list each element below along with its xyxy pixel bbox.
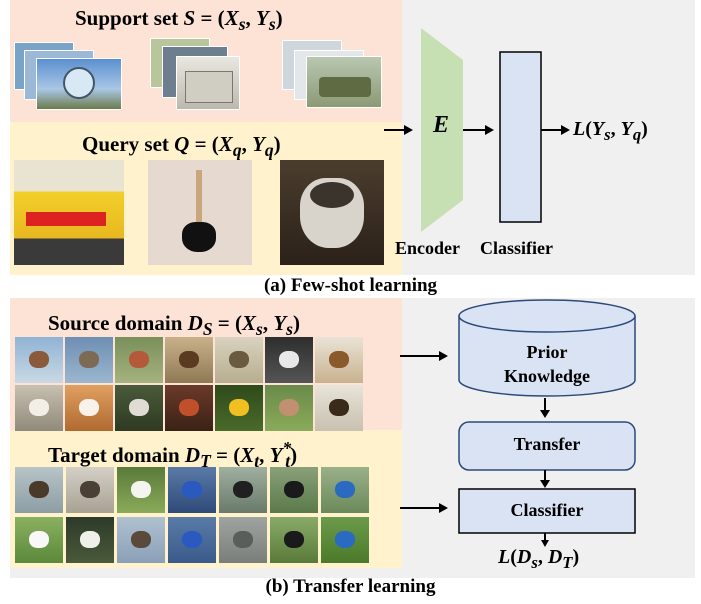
arrow-prior-to-transfer-head bbox=[540, 410, 550, 418]
target-thumbnail-subject bbox=[29, 530, 49, 549]
target-thumbnail-subject bbox=[233, 480, 253, 499]
query-image-guitar bbox=[148, 160, 252, 265]
source-thumbnail bbox=[265, 385, 313, 431]
target-domain-title: Target domain DT = (Xt, Y*t) bbox=[48, 438, 298, 472]
target-thumbnail-subject bbox=[131, 480, 151, 499]
source-thumbnail bbox=[65, 385, 113, 431]
source-thumbnail bbox=[115, 385, 163, 431]
target-thumbnail-subject bbox=[182, 530, 202, 549]
source-thumbnail-subject bbox=[279, 398, 299, 417]
source-thumbnail-subject bbox=[129, 398, 149, 417]
target-thumbnail-subject bbox=[131, 530, 151, 549]
source-thumbnail-subject bbox=[179, 398, 199, 417]
source-thumbnail bbox=[65, 337, 113, 383]
source-thumbnail-subject bbox=[229, 350, 249, 369]
target-thumbnail bbox=[66, 467, 114, 513]
source-thumbnail bbox=[15, 337, 63, 383]
target-thumbnail-subject bbox=[80, 530, 100, 549]
source-thumbnail bbox=[315, 337, 363, 383]
support-set-title: Support set S = (Xs, Ys) bbox=[75, 6, 283, 35]
arrow-transfer-to-classifier-head bbox=[540, 480, 550, 488]
transfer-label: Transfer bbox=[513, 434, 581, 454]
target-thumbnail bbox=[270, 517, 318, 563]
query-image-dog bbox=[280, 160, 384, 265]
source-thumbnail-subject bbox=[229, 398, 249, 417]
encoder-shape bbox=[421, 28, 463, 232]
encoder-symbol: E bbox=[433, 112, 450, 138]
target-thumbnail-subject bbox=[284, 530, 304, 549]
target-thumbnail-subject bbox=[335, 480, 355, 499]
prior-label-line1: Prior bbox=[526, 342, 568, 362]
target-thumbnail bbox=[15, 517, 63, 563]
source-thumbnail bbox=[315, 385, 363, 431]
source-thumbnail bbox=[215, 337, 263, 383]
arrow-to-classifier-head bbox=[485, 125, 494, 135]
source-thumbnail-subject bbox=[279, 350, 299, 369]
arrow-to-loss-head bbox=[561, 125, 570, 135]
source-thumbnail-subject bbox=[329, 398, 349, 417]
source-thumbnail-subject bbox=[179, 350, 199, 369]
encoder-label: Encoder bbox=[395, 238, 460, 258]
source-thumbnail bbox=[265, 337, 313, 383]
target-thumbnail-subject bbox=[233, 530, 253, 549]
classifier-label-b: Classifier bbox=[510, 500, 584, 520]
loss-b: L(Ds, DT) bbox=[498, 546, 580, 572]
target-thumbnail-subject bbox=[29, 480, 49, 499]
source-thumbnail-subject bbox=[329, 350, 349, 369]
target-thumbnail bbox=[270, 467, 318, 513]
caption-b: (b) Transfer learning bbox=[265, 576, 436, 597]
loss-a: L(Ys, Yq) bbox=[573, 118, 648, 144]
target-thumbnail bbox=[66, 517, 114, 563]
source-thumbnail-subject bbox=[29, 350, 49, 369]
target-thumbnail bbox=[117, 467, 165, 513]
source-thumbnail bbox=[15, 385, 63, 431]
target-thumbnail-subject bbox=[335, 530, 355, 549]
prior-knowledge-cylinder-top bbox=[458, 299, 636, 333]
source-domain-title: Source domain DS = (Xs, Ys) bbox=[48, 311, 300, 340]
source-thumbnail-subject bbox=[129, 350, 149, 369]
source-thumbnail bbox=[115, 337, 163, 383]
source-thumbnail bbox=[165, 337, 213, 383]
arrow-classifier-to-loss-head bbox=[541, 540, 549, 547]
target-thumbnail-subject bbox=[80, 480, 100, 499]
prior-label-line2: Knowledge bbox=[503, 366, 590, 386]
caption-a: (a) Few-shot learning bbox=[263, 275, 438, 296]
prior-knowledge-label: Prior Knowledge bbox=[459, 340, 635, 388]
transfer-box bbox=[458, 421, 636, 471]
arrow-to-encoder-head bbox=[404, 125, 413, 135]
target-thumbnail bbox=[117, 517, 165, 563]
source-thumbnail-subject bbox=[79, 398, 99, 417]
query-image-bus bbox=[14, 160, 124, 265]
source-thumbnail-subject bbox=[79, 350, 99, 369]
target-thumbnail-subject bbox=[182, 480, 202, 499]
source-thumbnail bbox=[215, 385, 263, 431]
target-thumbnail bbox=[321, 517, 369, 563]
source-thumbnail-subject bbox=[29, 398, 49, 417]
target-thumbnail bbox=[15, 467, 63, 513]
arrow-to-classifier-b-head bbox=[439, 503, 448, 513]
arrow-to-prior-head bbox=[439, 351, 448, 361]
target-thumbnail bbox=[321, 467, 369, 513]
target-thumbnail-subject bbox=[284, 480, 304, 499]
source-thumbnail bbox=[165, 385, 213, 431]
prior-knowledge-cylinder bbox=[458, 316, 636, 397]
target-thumbnail bbox=[168, 517, 216, 563]
query-set-title: Query set Q = (Xq, Yq) bbox=[82, 132, 281, 161]
classifier-box-b bbox=[458, 488, 636, 534]
classifier-label-a: Classifier bbox=[480, 238, 553, 258]
target-thumbnail bbox=[168, 467, 216, 513]
target-thumbnail bbox=[219, 467, 267, 513]
target-thumbnail bbox=[219, 517, 267, 563]
classifier-rect-a bbox=[499, 51, 542, 223]
